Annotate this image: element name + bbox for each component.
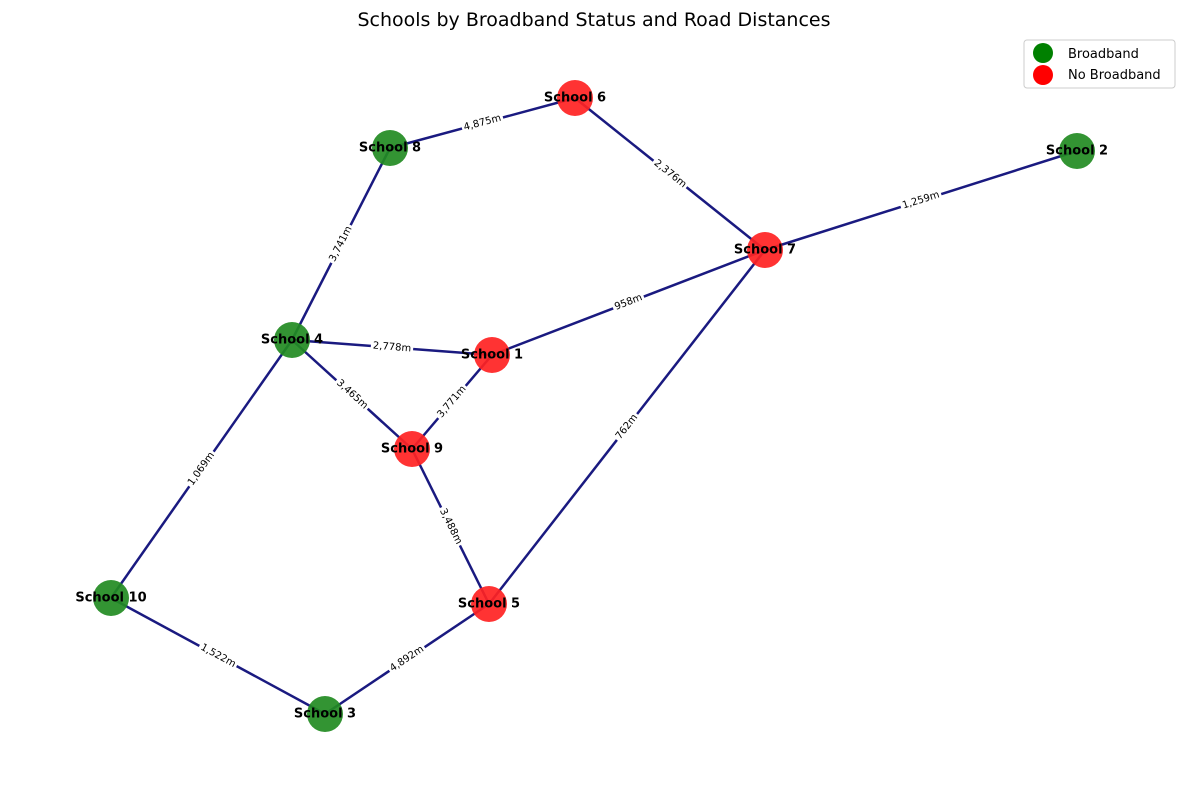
edge-label-background <box>184 448 219 490</box>
node-label-school-2: School 2 <box>1046 144 1108 159</box>
edge-label: 3,771m <box>435 384 468 420</box>
legend-label-no-broadband: No Broadband <box>1068 68 1161 83</box>
edge-label-background <box>649 156 691 192</box>
edge-label-group: 1,069m <box>184 448 219 490</box>
edge-label-group: 4,875m <box>460 111 505 135</box>
edge-label-group: 3,488m <box>435 504 466 549</box>
edge-label-group: 958m <box>611 291 646 314</box>
node-label-school-5: School 5 <box>458 597 520 612</box>
edge-label-group: 2,778m <box>370 339 414 356</box>
legend-box <box>1023 39 1176 89</box>
edge-label-background <box>435 504 466 549</box>
diagram-title: Schools by Broadband Status and Road Dis… <box>357 9 830 31</box>
edge-label-background <box>898 188 944 213</box>
edge-label-group: 4,892m <box>386 642 428 676</box>
node-school-4 <box>274 322 310 358</box>
edge-label-group: 762m <box>612 410 642 444</box>
node-label-school-4: School 4 <box>261 333 323 348</box>
edge-label-background <box>332 375 372 414</box>
edge-label-background <box>612 410 642 444</box>
node-label-school-7: School 7 <box>734 243 796 258</box>
edge-label-background <box>433 381 471 423</box>
node-school-7 <box>747 232 783 268</box>
edge-label: 1,522m <box>199 642 238 670</box>
node-school-10 <box>93 580 129 616</box>
node-school-9 <box>394 431 430 467</box>
legend-marker-broadband <box>1033 43 1053 63</box>
edge-label-group: 1,522m <box>196 640 240 672</box>
node-label-school-6: School 6 <box>544 91 606 106</box>
legend-marker-no-broadband <box>1033 65 1053 85</box>
edge-label-group: 3,465m <box>332 375 372 414</box>
node-labels-layer: School 1 School 2 School 3 School 4 School 5… <box>75 91 1108 722</box>
edge-label: 4,875m <box>463 113 503 134</box>
edge-label: 3,465m <box>334 378 370 412</box>
edge-label: 958m <box>613 292 644 313</box>
node-school-8 <box>372 130 408 166</box>
node-school-3 <box>307 696 343 732</box>
edge-label: 3,488m <box>437 507 464 546</box>
edge-label: 4,892m <box>388 644 426 675</box>
edge-label: 1,069m <box>186 450 217 488</box>
edge-label-background <box>326 222 356 266</box>
edge-label-background <box>196 640 240 672</box>
edge-label-group: 1,259m <box>898 188 944 213</box>
edge-label: 2,778m <box>372 341 411 355</box>
edge-label-background <box>370 339 414 356</box>
edge-label-group: 3,771m <box>433 381 471 423</box>
edge-label-background <box>611 291 646 314</box>
node-label-school-8: School 8 <box>359 141 421 156</box>
edge-label: 762m <box>614 412 640 441</box>
node-label-school-1: School 1 <box>461 348 523 363</box>
legend-label-broadband: Broadband <box>1068 47 1139 62</box>
legend: Broadband No Broadband <box>1023 39 1176 89</box>
edge-label: 1,259m <box>901 189 941 211</box>
node-school-1 <box>474 337 510 373</box>
edge-labels-layer: 4,875m 2,376m 1,259m 3,741m 2,778m 958m 3,465m… <box>184 111 944 676</box>
node-label-school-3: School 3 <box>294 707 356 722</box>
edge-label: 2,376m <box>652 158 689 191</box>
node-school-6 <box>557 80 593 116</box>
edge-label-group: 2,376m <box>649 156 691 192</box>
node-label-school-10: School 10 <box>75 591 146 606</box>
node-school-5 <box>471 586 507 622</box>
node-school-2 <box>1059 133 1095 169</box>
edge-label-background <box>386 642 428 676</box>
node-label-school-9: School 9 <box>381 442 443 457</box>
edge-label-background <box>460 111 505 135</box>
edge-label: 3,741m <box>327 224 354 263</box>
nodes-layer <box>93 80 1095 732</box>
edge-label-group: 3,741m <box>326 222 356 266</box>
